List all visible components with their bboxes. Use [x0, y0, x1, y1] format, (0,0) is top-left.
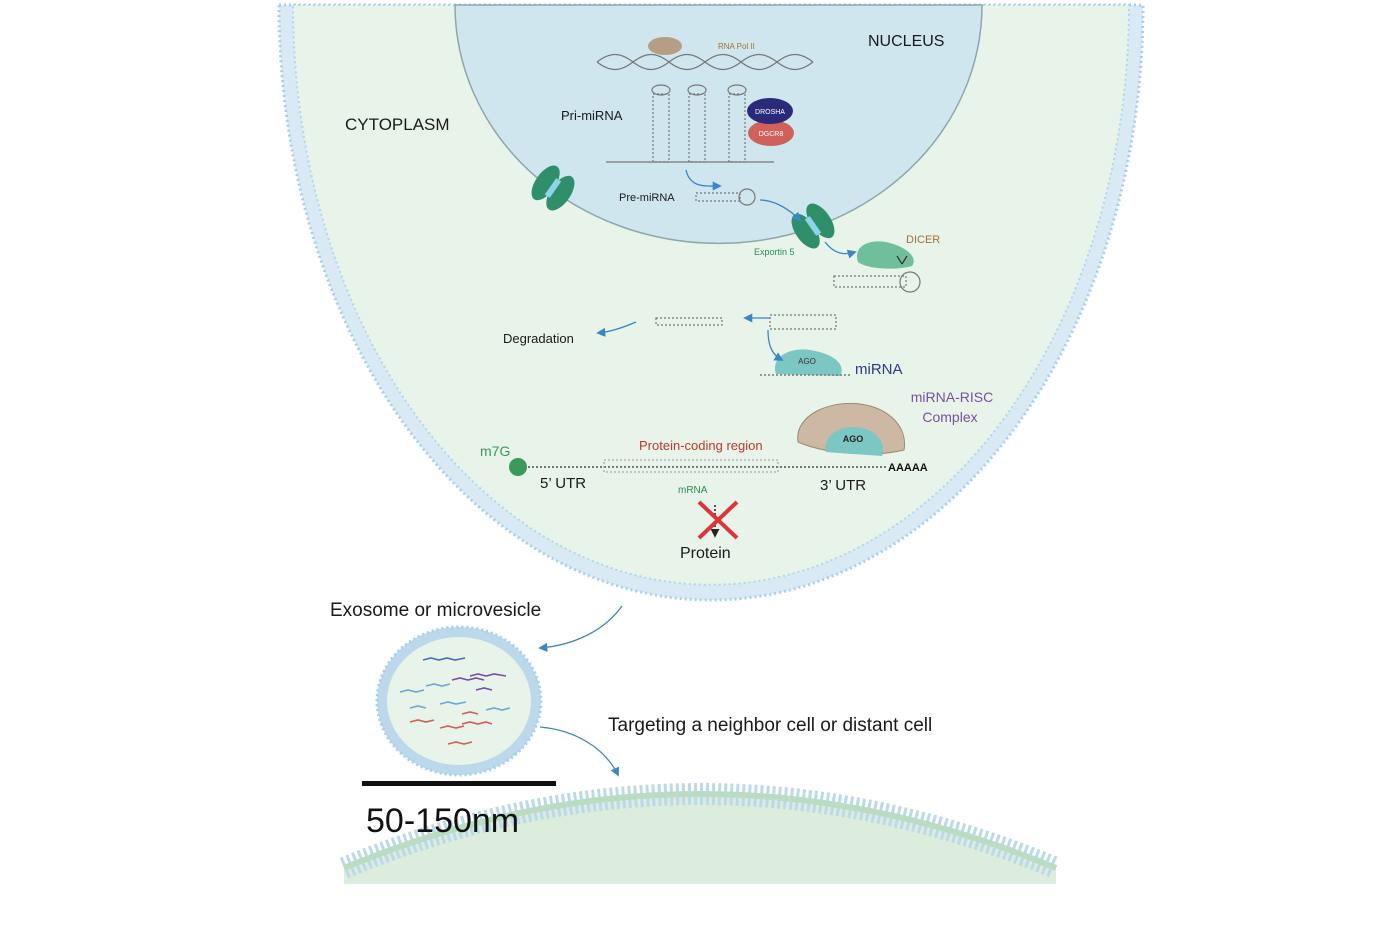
rna-pol-ii-label: RNA Pol II — [718, 42, 755, 51]
neighbor-cell — [339, 783, 1061, 884]
drosha-label: DROSHA — [755, 109, 785, 116]
mirna-label: miRNA — [855, 361, 903, 378]
pri-mirna-hairpins — [606, 84, 774, 163]
dicer-icon — [833, 241, 921, 293]
exosome-label: Exosome or microvesicle — [330, 600, 541, 621]
protein-coding-region — [603, 459, 779, 473]
m7g-cap-icon — [509, 458, 527, 476]
drosha-icon — [747, 98, 793, 124]
nucleus-envelope — [454, 4, 983, 245]
degradation-label: Degradation — [503, 331, 574, 346]
cytoplasm-label: CYTOPLASM — [345, 115, 450, 134]
dgcr8-label: DGCR8 — [759, 131, 784, 138]
passenger-strand — [655, 317, 723, 326]
exportin-label: Exportin 5 — [754, 247, 795, 257]
pathway-arrows — [538, 169, 857, 777]
dgcr8-icon — [748, 120, 794, 146]
utr3-label: 3’ UTR — [820, 477, 866, 494]
exosome-vesicle — [375, 625, 543, 777]
pre-mirna-label: Pre-miRNA — [619, 192, 675, 204]
nucleus — [454, 4, 983, 245]
dicer-label: DICER — [906, 234, 940, 246]
protein-label: Protein — [680, 545, 731, 562]
risc-complex-label-2: Complex — [922, 409, 977, 425]
nucleus-label: NUCLEUS — [868, 33, 944, 50]
risc-complex-icon — [797, 402, 906, 456]
ago-large-label: AGO — [843, 434, 864, 444]
cell-membrane-outer — [277, 3, 1145, 602]
mrna-label: mRNA — [678, 485, 708, 496]
ago-mirna-icon — [760, 349, 852, 376]
m7g-label: m7G — [480, 443, 510, 459]
rna-pol-ii-icon — [648, 37, 682, 55]
pre-mirna-icon — [695, 188, 756, 206]
nuclear-pore-right-icon — [791, 203, 835, 249]
targeting-label: Targeting a neighbor cell or distant cel… — [608, 715, 932, 736]
blocked-translation-icon — [697, 500, 739, 540]
poly-a-tail-label: AAAAA — [888, 462, 928, 474]
scale-bar — [362, 781, 556, 786]
exosome-cargo — [399, 657, 511, 745]
utr5-label: 5’ UTR — [540, 475, 586, 492]
mirna-duplex — [769, 314, 837, 330]
cell-membrane-inner — [291, 4, 1131, 586]
nuclear-pore-left-icon — [531, 165, 575, 211]
protein-coding-label: Protein-coding region — [639, 438, 763, 453]
scale-label: 50-150nm — [366, 802, 519, 840]
risc-complex-label-1: miRNA-RISC — [911, 389, 993, 405]
dna-helix-icon — [596, 53, 814, 71]
ago-small-label: AGO — [798, 357, 816, 366]
pri-mirna-label: Pri-miRNA — [561, 108, 623, 123]
mrna-strand — [509, 458, 888, 476]
